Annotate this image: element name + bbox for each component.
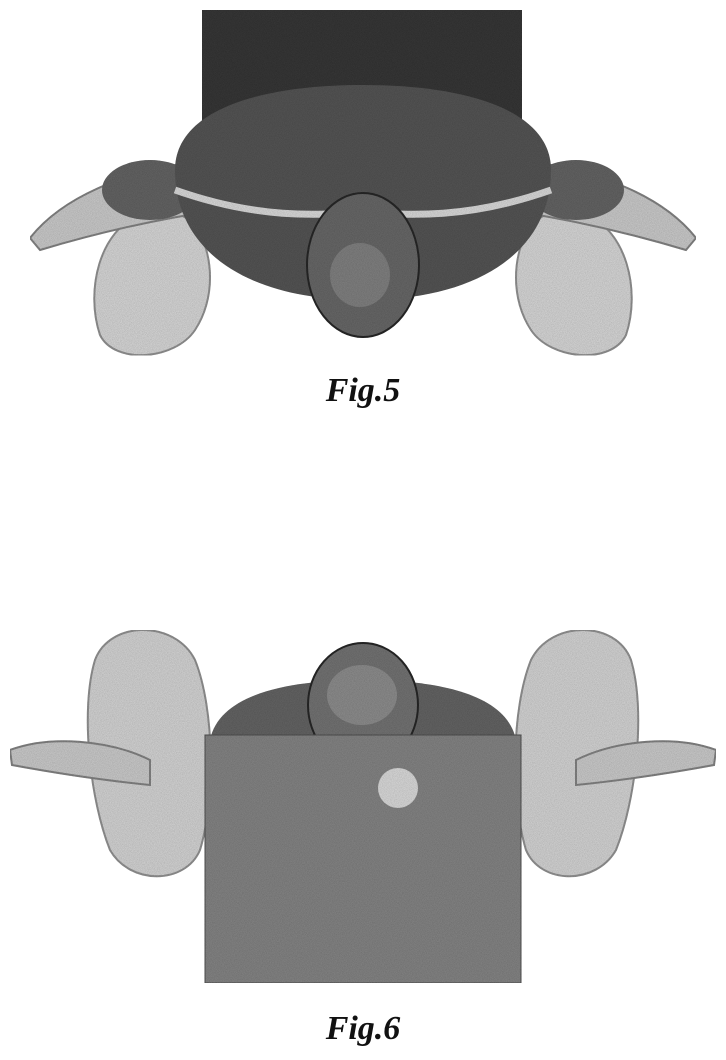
figure-5-caption: Fig.5 bbox=[0, 372, 726, 410]
figure-5-illustration bbox=[0, 0, 726, 370]
panel-dot bbox=[378, 768, 418, 808]
front-panel bbox=[205, 735, 521, 983]
figure-6-caption: Fig.6 bbox=[0, 1010, 726, 1048]
head-highlight bbox=[327, 665, 397, 725]
figure-6: Fig.6 bbox=[0, 600, 726, 1060]
head-highlight bbox=[330, 243, 390, 307]
right-shoe bbox=[516, 211, 632, 355]
left-shoe bbox=[94, 211, 210, 355]
figure-5: Fig.5 bbox=[0, 0, 726, 430]
figure-6-illustration bbox=[0, 600, 726, 1000]
